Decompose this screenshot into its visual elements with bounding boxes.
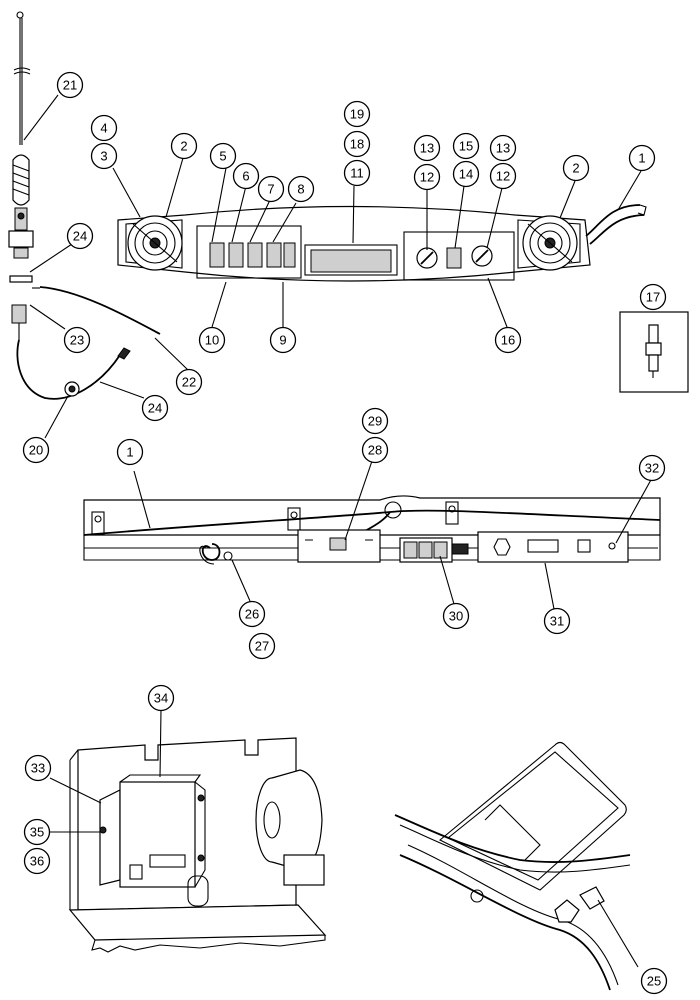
callout-29: 29 bbox=[361, 407, 389, 435]
fuse-detail bbox=[619, 311, 689, 393]
svg-text:23: 23 bbox=[70, 333, 84, 348]
svg-text:24: 24 bbox=[73, 229, 87, 244]
svg-text:13: 13 bbox=[420, 141, 434, 156]
svg-text:9: 9 bbox=[279, 333, 286, 348]
callout-15: 15 bbox=[452, 132, 480, 160]
svg-text:25: 25 bbox=[647, 974, 661, 989]
callout-7: 7 bbox=[257, 175, 285, 203]
callout-22: 22 bbox=[175, 368, 203, 396]
svg-text:3: 3 bbox=[100, 149, 107, 164]
svg-text:19: 19 bbox=[350, 107, 364, 122]
callout-12-right: 12 bbox=[489, 162, 517, 190]
svg-text:12: 12 bbox=[496, 169, 510, 184]
callout-8: 8 bbox=[287, 175, 315, 203]
callout-24-top: 24 bbox=[66, 222, 94, 250]
leader-lines bbox=[23, 94, 653, 968]
callout-32: 32 bbox=[638, 454, 666, 482]
callout-5: 5 bbox=[209, 142, 237, 170]
svg-text:32: 32 bbox=[645, 461, 659, 476]
svg-text:5: 5 bbox=[219, 149, 226, 164]
svg-text:4: 4 bbox=[100, 121, 107, 136]
callout-14: 14 bbox=[452, 160, 480, 188]
callout-4: 4 bbox=[90, 114, 118, 142]
callout-16: 16 bbox=[494, 326, 522, 354]
headliner-rail bbox=[83, 495, 661, 565]
callout-34: 34 bbox=[147, 684, 175, 712]
svg-text:8: 8 bbox=[297, 182, 304, 197]
callout-24-bottom: 24 bbox=[141, 394, 169, 422]
svg-text:1: 1 bbox=[126, 445, 133, 460]
callout-11: 11 bbox=[343, 159, 371, 187]
callout-12-left: 12 bbox=[413, 163, 441, 191]
callout-9: 9 bbox=[269, 326, 297, 354]
svg-text:18: 18 bbox=[350, 137, 364, 152]
svg-text:20: 20 bbox=[29, 443, 43, 458]
svg-text:1: 1 bbox=[638, 151, 645, 166]
svg-text:13: 13 bbox=[496, 141, 510, 156]
svg-text:36: 36 bbox=[30, 854, 44, 869]
antenna-assembly bbox=[8, 11, 161, 400]
callout-36: 36 bbox=[23, 847, 51, 875]
callout-33: 33 bbox=[24, 754, 52, 782]
callout-23: 23 bbox=[63, 326, 91, 354]
bracket-view bbox=[394, 741, 631, 991]
callout-35: 35 bbox=[23, 818, 51, 846]
svg-text:15: 15 bbox=[459, 139, 473, 154]
svg-text:14: 14 bbox=[459, 167, 473, 182]
svg-text:7: 7 bbox=[267, 182, 274, 197]
svg-text:11: 11 bbox=[350, 166, 364, 181]
svg-text:2: 2 bbox=[180, 139, 187, 154]
svg-text:28: 28 bbox=[368, 443, 382, 458]
svg-text:17: 17 bbox=[646, 290, 660, 305]
callout-18: 18 bbox=[343, 130, 371, 158]
callout-13-right: 13 bbox=[489, 134, 517, 162]
callout-2-left: 2 bbox=[170, 132, 198, 160]
svg-text:22: 22 bbox=[182, 375, 196, 390]
svg-text:33: 33 bbox=[31, 761, 45, 776]
svg-text:24: 24 bbox=[148, 401, 162, 416]
blower-module-view bbox=[68, 737, 327, 953]
callout-17: 17 bbox=[639, 283, 667, 311]
svg-text:34: 34 bbox=[154, 691, 168, 706]
callout-2-right: 2 bbox=[562, 154, 590, 182]
callout-1-middle: 1 bbox=[116, 438, 144, 466]
svg-text:31: 31 bbox=[550, 614, 564, 629]
svg-text:10: 10 bbox=[205, 333, 219, 348]
svg-text:2: 2 bbox=[572, 161, 579, 176]
svg-text:30: 30 bbox=[449, 609, 463, 624]
svg-text:21: 21 bbox=[63, 78, 77, 93]
callout-19: 19 bbox=[343, 100, 371, 128]
overhead-console bbox=[117, 204, 647, 282]
callout-3: 3 bbox=[90, 142, 118, 170]
callout-10: 10 bbox=[198, 326, 226, 354]
callout-30: 30 bbox=[442, 602, 470, 630]
callout-21: 21 bbox=[56, 71, 84, 99]
callout-27: 27 bbox=[248, 632, 276, 660]
svg-text:16: 16 bbox=[501, 333, 515, 348]
callout-1-top: 1 bbox=[628, 144, 656, 172]
svg-text:12: 12 bbox=[420, 170, 434, 185]
callout-26: 26 bbox=[238, 600, 266, 628]
callout-25: 25 bbox=[640, 967, 668, 995]
callout-13-left: 13 bbox=[413, 134, 441, 162]
svg-text:26: 26 bbox=[245, 607, 259, 622]
callout-6: 6 bbox=[232, 162, 260, 190]
callout-28: 28 bbox=[361, 436, 389, 464]
svg-text:35: 35 bbox=[30, 825, 44, 840]
callout-20: 20 bbox=[22, 436, 50, 464]
callout-31: 31 bbox=[543, 607, 571, 635]
svg-text:6: 6 bbox=[242, 169, 249, 184]
svg-text:27: 27 bbox=[255, 639, 269, 654]
svg-text:29: 29 bbox=[368, 414, 382, 429]
